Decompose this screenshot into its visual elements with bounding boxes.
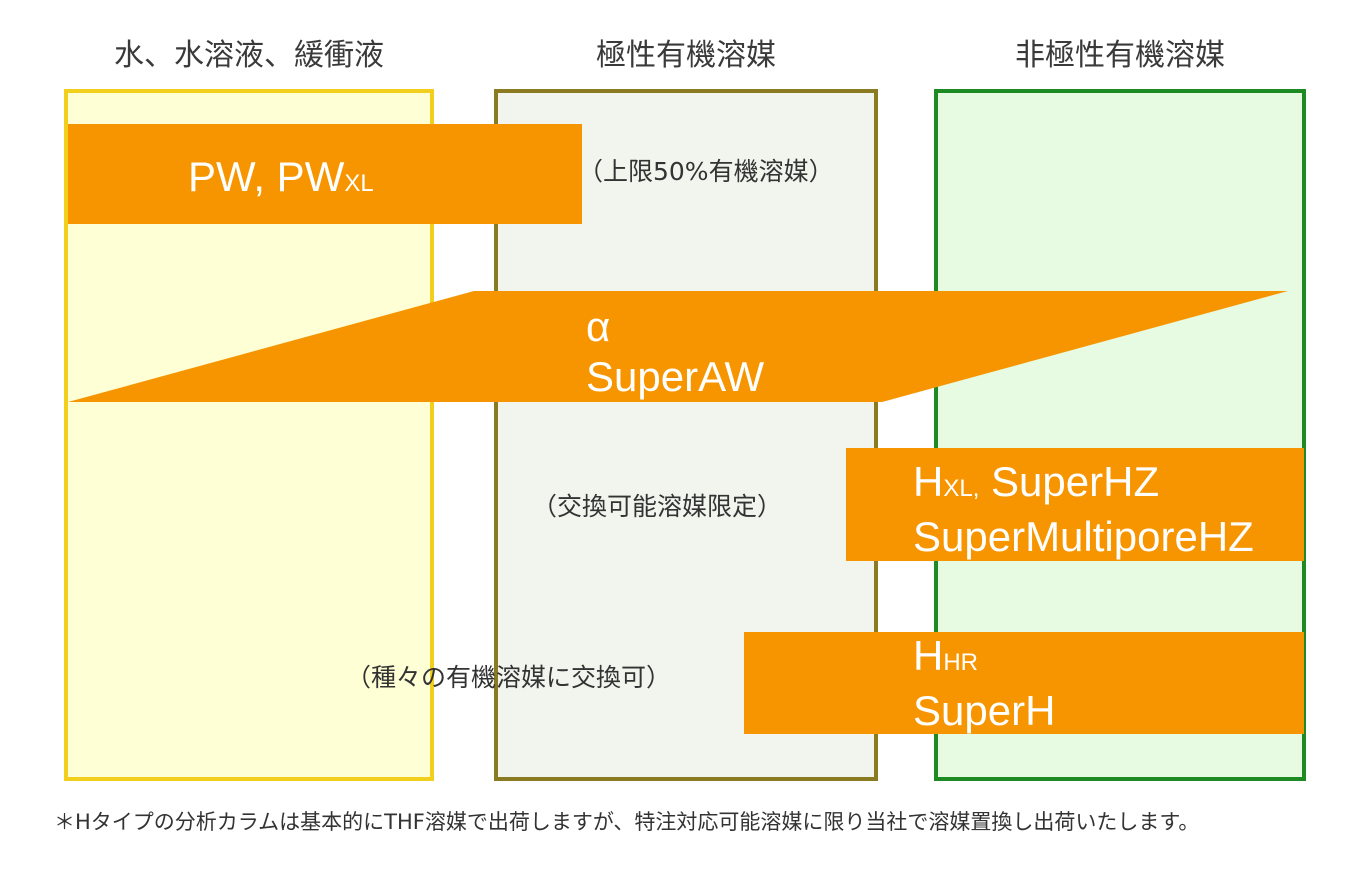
header-water: 水、水溶液、緩衝液 <box>114 38 384 73</box>
alpha-band-line2: SuperAW <box>586 353 765 400</box>
pw-band-sub: XL <box>344 170 374 197</box>
hxl-band-line1: HXL, SuperHZ <box>913 457 1159 514</box>
pw-band <box>68 124 582 224</box>
hxl-limit-note: （交換可能溶媒限定） <box>532 492 783 521</box>
hhr-band-line2: SuperH <box>913 687 1056 734</box>
alpha-band-line1: α <box>586 303 611 350</box>
hhr-band-sub: HR <box>943 649 979 676</box>
alpha-band <box>68 291 1288 402</box>
header-nonpolar: 非極性有機溶媒 <box>1015 38 1225 73</box>
pw-band-label: PW, PWXL <box>188 152 374 209</box>
header-polar: 極性有機溶媒 <box>596 38 776 73</box>
hxl-band-h: H <box>913 458 944 505</box>
hhr-limit-note: （種々の有機溶媒に交換可） <box>346 663 672 692</box>
hhr-band-h: H <box>913 632 944 679</box>
hhr-band-line1: HHR <box>913 631 978 688</box>
hxl-band-sub: XL, <box>943 475 980 502</box>
pw-band-main: PW, PW <box>188 153 345 200</box>
hxl-band-rest: SuperHZ <box>979 458 1160 505</box>
hxl-band-line2: SuperMultiporeHZ <box>913 513 1254 560</box>
hxl-band <box>846 448 1304 561</box>
footnote: ＊Hタイプの分析カラムは基本的にTHF溶媒で出荷しますが、特注対応可能溶媒に限り… <box>54 810 1200 834</box>
pw-limit-note: （上限50%有機溶媒） <box>578 157 834 186</box>
hhr-band <box>744 632 1304 734</box>
